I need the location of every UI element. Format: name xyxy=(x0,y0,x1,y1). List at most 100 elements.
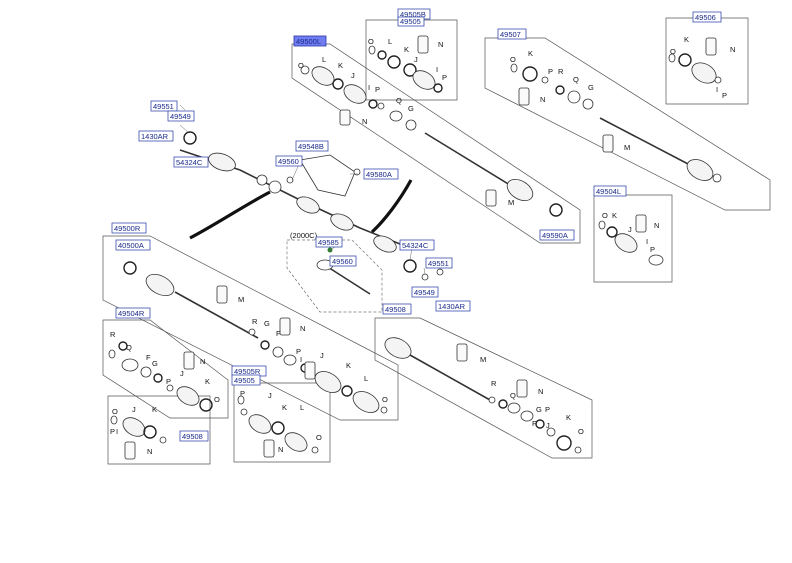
letter-N: N xyxy=(200,357,205,366)
letter-P: P xyxy=(545,405,550,414)
letter-F: F xyxy=(532,419,537,428)
callout-49504R[interactable]: 49504R xyxy=(115,307,151,319)
callout-49585[interactable]: 49585 xyxy=(315,236,343,248)
callout-1430AR-a[interactable]: 1430AR xyxy=(138,130,174,142)
callout-49506-text: 49506 xyxy=(695,13,716,22)
letter-O: O xyxy=(578,427,584,436)
callout-49549-b[interactable]: 49549 xyxy=(411,286,439,298)
letter-I: I xyxy=(436,65,438,74)
callout-1430AR-a-text: 1430AR xyxy=(141,132,169,141)
letter-J: J xyxy=(546,421,550,430)
panel-49505B xyxy=(365,19,458,101)
letter-M: M xyxy=(238,295,244,304)
callout-49505R[interactable]: 49505R xyxy=(231,365,267,377)
callout-49590A-text: 49590A xyxy=(542,231,568,240)
letter-P: P xyxy=(548,67,553,76)
letter-J: J xyxy=(132,405,136,414)
letter-I: I xyxy=(300,355,302,364)
callout-2000C-text: (2000C) xyxy=(290,231,318,240)
letter-M: M xyxy=(508,198,514,207)
letter-N: N xyxy=(438,40,443,49)
kit-49505B xyxy=(368,35,443,93)
letter-K: K xyxy=(346,361,351,370)
callout-49590A[interactable]: 49590A xyxy=(539,229,575,241)
letter-K: K xyxy=(152,405,157,414)
center-shaft-assembly xyxy=(179,131,444,295)
callout-49585-text: 49585 xyxy=(318,238,339,247)
letter-I: I xyxy=(116,427,118,436)
letter-N: N xyxy=(147,447,152,456)
letter-K: K xyxy=(205,377,210,386)
letter-K: K xyxy=(684,35,689,44)
callout-49549-a-text: 49549 xyxy=(170,112,191,121)
letter-R: R xyxy=(252,317,258,326)
letter-G: G xyxy=(264,319,270,328)
kit-49505R xyxy=(237,395,319,458)
panel-49508-right xyxy=(374,317,593,459)
letter-K: K xyxy=(612,211,617,220)
letter-O: O xyxy=(316,433,322,442)
letter-J: J xyxy=(268,391,272,400)
letter-O: O xyxy=(214,395,220,404)
callout-2000C: (2000C) xyxy=(290,231,318,240)
letter-J: J xyxy=(414,55,418,64)
callout-49560-a-text: 49560 xyxy=(278,157,299,166)
callout-49508-b-text: 49508 xyxy=(182,432,203,441)
letter-N: N xyxy=(278,445,283,454)
callout-54324C-b-text: 54324C xyxy=(402,241,429,250)
panel-49504L xyxy=(593,194,673,283)
letter-M: M xyxy=(624,143,630,152)
letter-N: N xyxy=(654,221,659,230)
letter-L: L xyxy=(364,374,368,383)
letter-G: G xyxy=(536,405,542,414)
callout-54324C-b[interactable]: 54324C xyxy=(399,239,435,251)
callout-49549-b-text: 49549 xyxy=(414,288,435,297)
callout-49505-top[interactable]: 49505 xyxy=(397,16,425,27)
letter-N: N xyxy=(540,95,545,104)
callout-49551-b[interactable]: 49551 xyxy=(425,257,453,269)
callout-49500R-text: 49500R xyxy=(114,224,141,233)
part-letters: O L K J I P Q G N M O L K J N P I O K P … xyxy=(110,35,735,456)
callout-49548B[interactable]: 49548B xyxy=(295,140,329,152)
callout-49505-bottom[interactable]: 49505 xyxy=(231,374,261,386)
letter-I: I xyxy=(646,237,648,246)
callout-40500A[interactable]: 40500A xyxy=(115,239,151,251)
callout-49500L[interactable]: 49500L xyxy=(293,35,327,47)
callout-49508-b[interactable]: 49508 xyxy=(179,430,209,442)
letter-K: K xyxy=(404,45,409,54)
callout-1430AR-b[interactable]: 1430AR xyxy=(435,300,471,312)
letter-O: O xyxy=(382,395,388,404)
letter-Q: Q xyxy=(510,391,516,400)
panel-49507 xyxy=(484,37,771,211)
letter-P: P xyxy=(166,377,171,386)
callout-49500L-text: 49500L xyxy=(296,37,321,46)
callout-49548B-text: 49548B xyxy=(298,142,324,151)
callout-54324C-a[interactable]: 54324C xyxy=(173,156,209,168)
callout-49507[interactable]: 49507 xyxy=(497,28,527,40)
callout-49560-b-text: 49560 xyxy=(332,257,353,266)
callout-49508-a[interactable]: 49508 xyxy=(382,303,412,315)
callout-49560-b[interactable]: 49560 xyxy=(329,255,357,267)
letter-O: O xyxy=(670,47,676,56)
callout-49580A[interactable]: 49580A xyxy=(363,168,399,180)
letter-G: G xyxy=(408,104,414,113)
letter-N: N xyxy=(362,117,367,126)
curve-right xyxy=(370,179,413,234)
callout-49500R[interactable]: 49500R xyxy=(111,222,147,234)
callout-49551-b-text: 49551 xyxy=(428,259,449,268)
letter-O: O xyxy=(510,55,516,64)
callout-49551-a[interactable]: 49551 xyxy=(150,100,178,112)
callout-49549-a[interactable]: 49549 xyxy=(167,110,195,122)
shaft-49508-assembly xyxy=(384,337,582,454)
letter-J: J xyxy=(320,351,324,360)
callout-49504L[interactable]: 49504L xyxy=(593,185,627,197)
callout-49560-a[interactable]: 49560 xyxy=(275,155,303,167)
callout-49506[interactable]: 49506 xyxy=(692,11,722,23)
callout-49504L-text: 49504L xyxy=(596,187,621,196)
kit-49506 xyxy=(668,37,722,84)
letter-N: N xyxy=(538,387,543,396)
letter-O: O xyxy=(602,211,608,220)
letter-L: L xyxy=(322,55,326,64)
panel-2000C xyxy=(286,239,383,313)
